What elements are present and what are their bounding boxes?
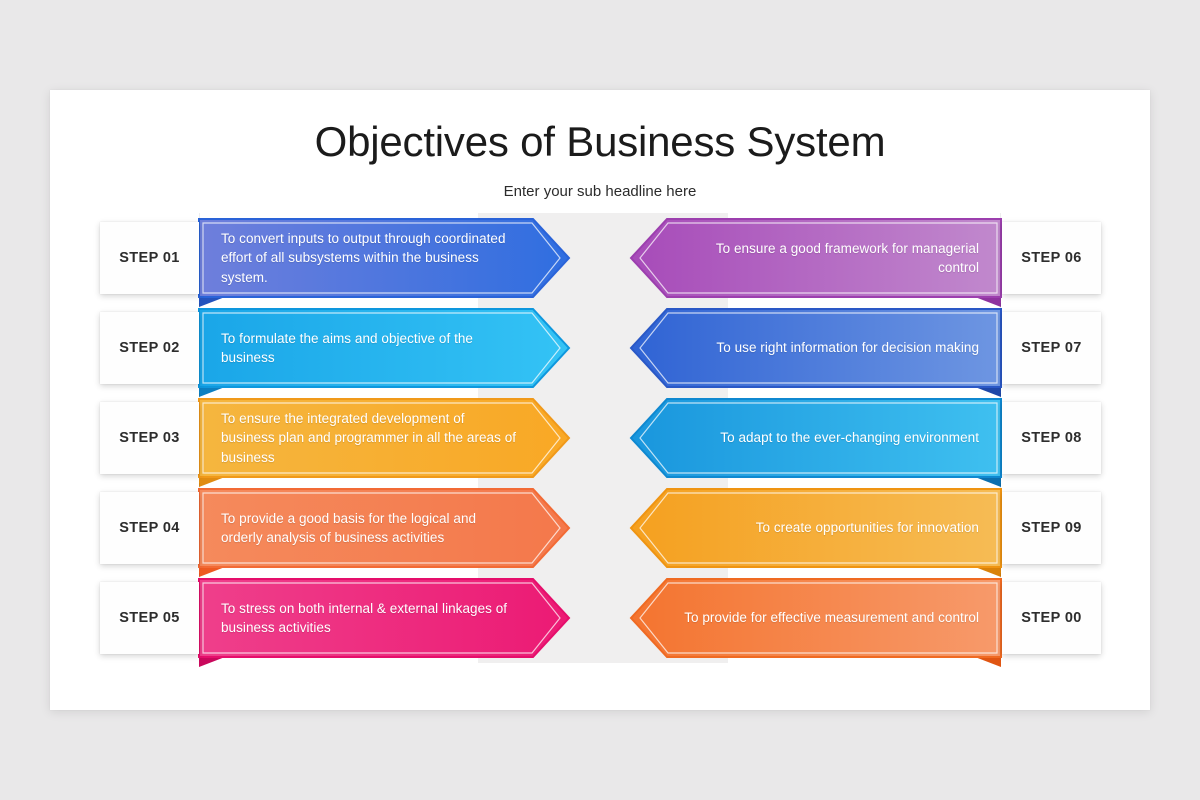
arrow-shape <box>629 578 1002 667</box>
step-label-card-left[interactable]: STEP 02 <box>100 312 199 384</box>
step-label: STEP 00 <box>1021 610 1082 626</box>
step-arrow-left[interactable]: To convert inputs to output through coor… <box>198 213 571 307</box>
page-subtitle: Enter your sub headline here <box>503 182 697 200</box>
step-label-card-left[interactable]: STEP 03 <box>100 402 199 474</box>
step-arrow-left[interactable]: To provide a good basis for the logical … <box>198 483 571 577</box>
step-row: To ensure the integrated development of … <box>50 393 1150 487</box>
step-arrow-left[interactable]: To ensure the integrated development of … <box>198 393 571 487</box>
arrow-shape <box>198 218 571 307</box>
arrow-shape <box>198 308 571 397</box>
step-arrow-right[interactable]: To provide for effective measurement and… <box>629 573 1002 667</box>
step-label: STEP 06 <box>1021 250 1082 266</box>
step-arrow-right[interactable]: To create opportunities for innovation <box>629 483 1002 577</box>
step-label-card-left[interactable]: STEP 04 <box>100 492 199 564</box>
step-label-card-right[interactable]: STEP 09 <box>1002 492 1101 564</box>
step-label: STEP 07 <box>1021 340 1082 356</box>
slide-header: Objectives of Business System Enter your… <box>50 90 1150 200</box>
step-label-card-left[interactable]: STEP 01 <box>100 222 199 294</box>
step-label: STEP 08 <box>1021 430 1082 446</box>
step-label: STEP 01 <box>119 250 180 266</box>
step-arrow-right[interactable]: To adapt to the ever-changing environmen… <box>629 393 1002 487</box>
step-label: STEP 05 <box>119 610 180 626</box>
step-label: STEP 03 <box>119 430 180 446</box>
arrow-shape <box>198 578 571 667</box>
arrow-shape <box>198 488 571 577</box>
slide-canvas: Objectives of Business System Enter your… <box>50 90 1150 710</box>
arrow-shape <box>629 218 1002 307</box>
arrow-shape <box>198 398 571 487</box>
step-row: To convert inputs to output through coor… <box>50 213 1150 307</box>
step-label: STEP 02 <box>119 340 180 356</box>
step-label-card-right[interactable]: STEP 08 <box>1002 402 1101 474</box>
step-arrow-left[interactable]: To formulate the aims and objective of t… <box>198 303 571 397</box>
step-label-card-right[interactable]: STEP 06 <box>1002 222 1101 294</box>
page-title: Objectives of Business System <box>314 118 886 165</box>
step-label-card-right[interactable]: STEP 07 <box>1002 312 1101 384</box>
arrow-shape <box>629 488 1002 577</box>
step-row: To provide a good basis for the logical … <box>50 483 1150 577</box>
step-arrow-left[interactable]: To stress on both internal & external li… <box>198 573 571 667</box>
step-arrow-right[interactable]: To ensure a good framework for manageria… <box>629 213 1002 307</box>
arrow-shape <box>629 398 1002 487</box>
step-label: STEP 09 <box>1021 520 1082 536</box>
arrow-shape <box>629 308 1002 397</box>
step-label: STEP 04 <box>119 520 180 536</box>
step-label-card-right[interactable]: STEP 00 <box>1002 582 1101 654</box>
step-row: To stress on both internal & external li… <box>50 573 1150 667</box>
step-arrow-right[interactable]: To use right information for decision ma… <box>629 303 1002 397</box>
step-label-card-left[interactable]: STEP 05 <box>100 582 199 654</box>
step-row: To formulate the aims and objective of t… <box>50 303 1150 397</box>
